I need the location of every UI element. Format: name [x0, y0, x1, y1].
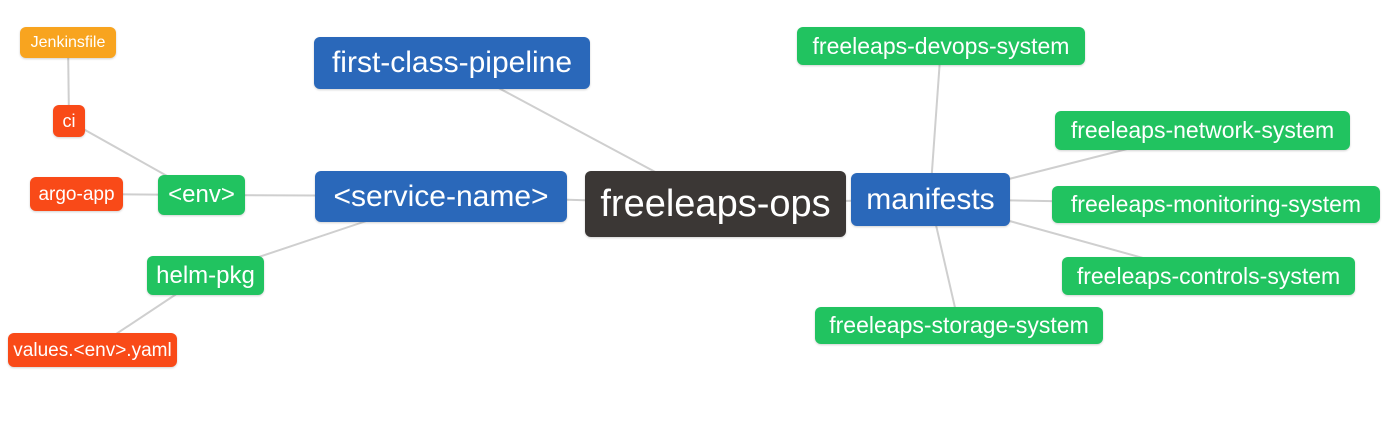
node-helm-pkg[interactable]: helm-pkg [147, 256, 264, 295]
node-manifests[interactable]: manifests [851, 173, 1010, 226]
node-argo-app[interactable]: argo-app [30, 177, 123, 211]
node-freeleaps-storage-system[interactable]: freeleaps-storage-system [815, 307, 1103, 344]
node-jenkinsfile[interactable]: Jenkinsfile [20, 27, 116, 58]
node-freeleaps-network-system[interactable]: freeleaps-network-system [1055, 111, 1350, 150]
node-service-name[interactable]: <service-name> [315, 171, 567, 222]
node-env[interactable]: <env> [158, 175, 245, 215]
node-first-class-pipeline[interactable]: first-class-pipeline [314, 37, 590, 89]
node-ci[interactable]: ci [53, 105, 85, 137]
node-freeleaps-devops-system[interactable]: freeleaps-devops-system [797, 27, 1085, 65]
node-values-env-yaml[interactable]: values.<env>.yaml [8, 333, 177, 367]
node-freeleaps-monitoring-system[interactable]: freeleaps-monitoring-system [1052, 186, 1380, 223]
node-freeleaps-ops[interactable]: freeleaps-ops [585, 171, 846, 237]
node-freeleaps-controls-system[interactable]: freeleaps-controls-system [1062, 257, 1355, 295]
